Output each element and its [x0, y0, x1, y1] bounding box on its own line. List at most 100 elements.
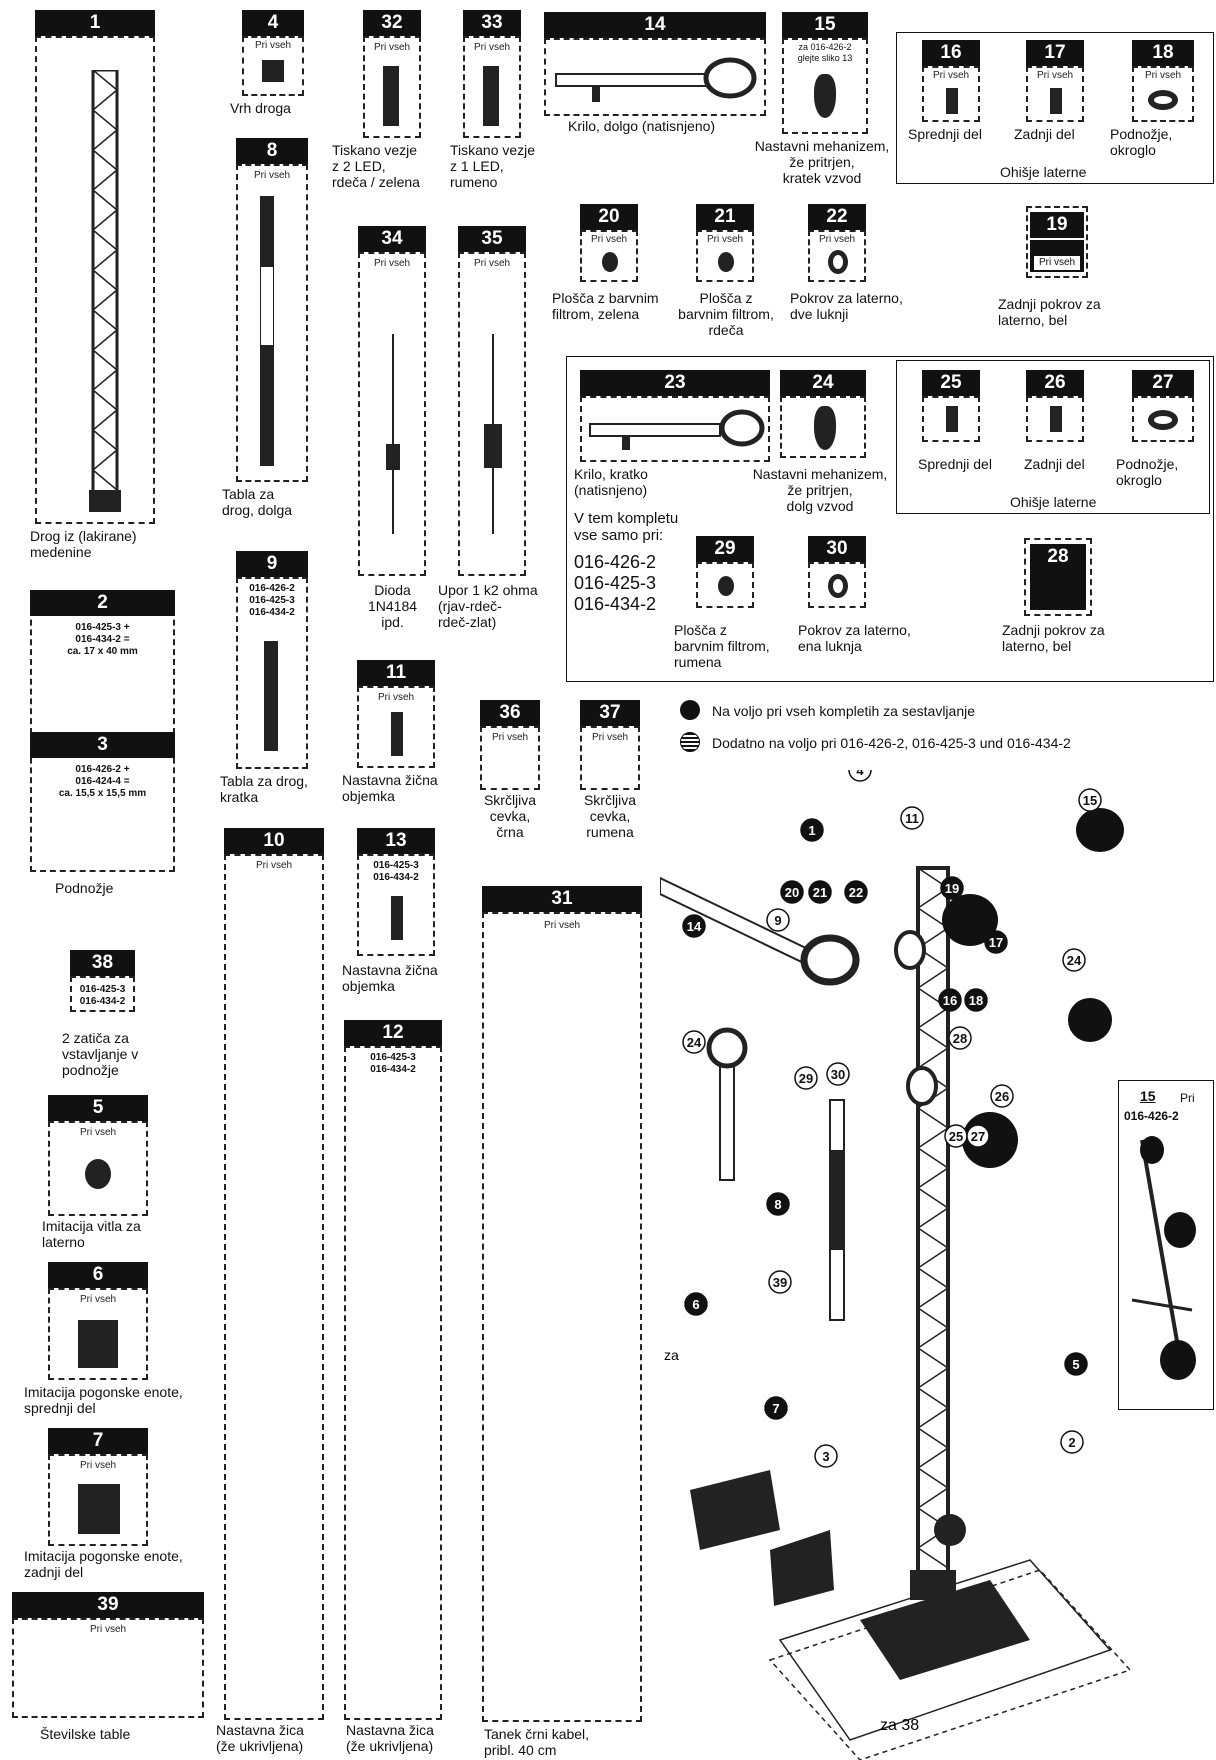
part-box — [808, 562, 866, 608]
label-line: okroglo — [1116, 472, 1162, 488]
diode-wire — [392, 334, 394, 534]
part-number: 12 — [344, 1020, 442, 1046]
part-number: 32 — [363, 10, 421, 36]
callout-circle — [794, 1066, 818, 1090]
pri-vseh: Pri vseh — [491, 732, 529, 743]
long-arm-ring — [800, 934, 860, 986]
code-line: 016-434-2 — [574, 594, 657, 614]
code-line: ca. 17 x 40 mm — [67, 646, 138, 657]
short-arm — [719, 1049, 735, 1181]
callout-number: 9 — [774, 913, 781, 928]
part-4-label: Vrh droga — [230, 100, 291, 116]
part-32-label: Tiskano vezje z 2 LED, rdeča / zelena — [332, 142, 420, 190]
inset-15-pri: Pri — [1180, 1091, 1195, 1105]
base-label: Podnožje — [55, 880, 114, 896]
label-line: črna — [496, 824, 524, 840]
label-line: Tiskano vezje — [332, 142, 418, 158]
part-box: Pri vseh — [580, 230, 638, 282]
part-number: 36 — [480, 700, 540, 726]
part-number: 19 — [1030, 212, 1084, 238]
label-line: cevka, — [489, 808, 531, 824]
lamp-lower-lens — [906, 1066, 938, 1106]
label-line: Pokrov za laterno, — [790, 290, 903, 306]
optional-set-frame — [566, 356, 1214, 682]
filter-plate-icon — [602, 252, 618, 272]
part-number: 23 — [580, 370, 770, 396]
legend-all-dot-icon — [680, 700, 700, 720]
round-base-icon — [1148, 90, 1178, 110]
code-line: 016-425-3 — [373, 860, 419, 871]
part-9-codes: 016-426-2 016-425-3 016-434-2 — [238, 583, 306, 619]
part-box — [780, 396, 866, 458]
label-line: pribl. 40 cm — [484, 1742, 557, 1758]
short-arm-ring — [706, 1027, 748, 1069]
callout-number: 11 — [905, 811, 919, 826]
part-box — [35, 36, 155, 524]
part-13-codes: 016-425-3 016-434-2 — [359, 860, 433, 884]
inset-15-code: 016-426-2 — [1124, 1109, 1179, 1123]
code-line: 016-434-2 — [249, 607, 295, 618]
label-line: objemka — [342, 978, 395, 994]
code-line: ca. 15,5 x 15,5 mm — [58, 788, 147, 799]
part-number: 8 — [236, 138, 308, 164]
callout-circle — [1064, 1352, 1088, 1376]
part-box: za 016-426-2 glejte sliko 13 — [782, 38, 868, 134]
lamp-cover-icon — [828, 250, 848, 274]
part-box: Pri vseh — [482, 912, 642, 1722]
part-8-label: Tabla za drog, dolga — [222, 486, 292, 518]
part-box: Pri vseh — [1132, 66, 1194, 122]
kit-note: V tem kompletu vse samo pri: — [574, 510, 678, 544]
part-box: Pri vseh — [480, 726, 540, 790]
mast-foot — [910, 1570, 956, 1600]
part-number: 21 — [696, 204, 754, 230]
label-line: rumeno — [450, 174, 498, 190]
label-line: (rjav-rdeč- — [438, 598, 502, 614]
callout-number: 26 — [995, 1089, 1009, 1104]
label-line: Zadnji pokrov za — [1002, 622, 1105, 638]
part-15-codes: za 016-426-2 glejte sliko 13 — [784, 42, 866, 64]
part-box — [544, 38, 766, 116]
led-pcb-icon — [483, 66, 499, 126]
part-1: 1 — [35, 10, 155, 530]
label-line: Skrčljiva — [583, 792, 637, 808]
label-line: medenine — [30, 544, 92, 560]
part-number: 14 — [544, 12, 766, 38]
label-line: Nastavna žična — [342, 962, 438, 978]
code-line: 016-425-3 — [574, 573, 657, 593]
part-number: 22 — [808, 204, 866, 230]
filter-plate-icon — [718, 576, 734, 596]
code-line: 016-426-2 + — [75, 764, 130, 775]
part-21-label: Plošča z barvnim filtrom, rdeča — [676, 290, 776, 338]
part-14-label: Krilo, dolgo (natisnjeno) — [568, 118, 716, 134]
part-number: 4 — [242, 10, 304, 36]
wire-clip-icon — [391, 896, 403, 940]
callout-number: 6 — [692, 1297, 699, 1312]
part-box — [70, 976, 135, 1012]
callout-circle — [900, 806, 924, 830]
part-25-label: Sprednji del — [918, 456, 992, 472]
label-line: Nastavni mehanizem, — [754, 138, 890, 154]
label-line: Nastavni mehanizem, — [752, 466, 888, 482]
lamp-front-icon — [946, 406, 958, 432]
label-line: sprednji del — [24, 1400, 96, 1416]
label-line: filtrom, zelena — [552, 306, 640, 322]
part-number: 26 — [1026, 370, 1084, 396]
callout-circle — [682, 914, 706, 938]
part-box: Pri vseh — [463, 36, 521, 138]
label-line: (že ukrivljena) — [346, 1738, 434, 1754]
drive-rear — [770, 1530, 834, 1606]
part-box: Pri vseh — [358, 252, 426, 576]
label-line: laterno — [42, 1234, 85, 1250]
callout-circle — [682, 1030, 706, 1054]
code-line: 016-426-2 — [249, 583, 295, 594]
legend-extra-text: Dodatno na voljo pri 016-426-2, 016-425-… — [712, 735, 1071, 751]
label-line: rdeča — [708, 322, 744, 338]
semaphore-arm-short-icon — [589, 409, 765, 450]
part-16-label: Sprednji del — [908, 126, 982, 142]
lamp-rear-icon — [1050, 88, 1062, 114]
callout-circle — [1078, 788, 1102, 812]
semaphore-arm-long-icon — [555, 57, 757, 102]
label-line: Upor 1 k2 ohma — [438, 582, 538, 598]
callout-number: 3 — [822, 1449, 829, 1464]
part-number: 11 — [357, 660, 435, 686]
